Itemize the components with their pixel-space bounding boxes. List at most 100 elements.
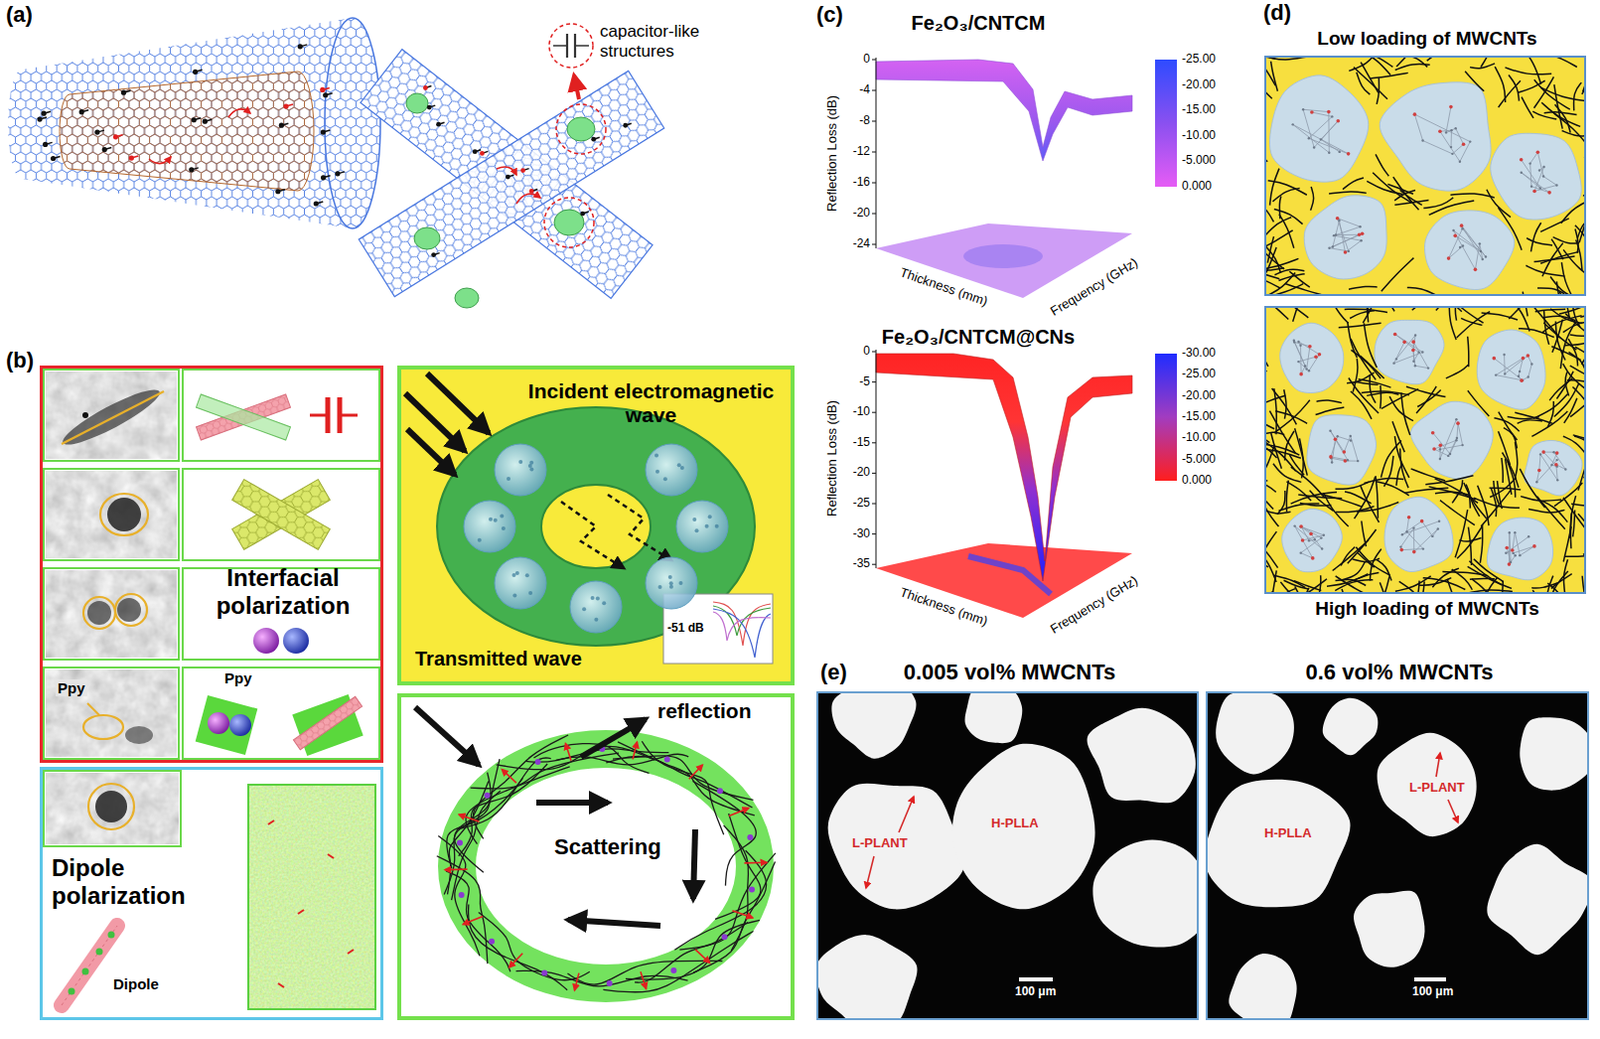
cnt-network [1505,532,1535,565]
interfacial-polarization-figure [292,696,362,749]
cnt-network [1349,310,1375,319]
absorber-sphere [570,581,622,633]
cnt-network [1383,455,1394,487]
cnt-network [1498,207,1523,251]
interfacial-polarization-figure [182,369,380,461]
cnt-network [1412,359,1415,362]
cnt-network [1570,365,1586,385]
cnt-network [1538,168,1541,171]
tick-mark [872,564,876,566]
cnt-network [1413,112,1418,117]
cnt-network [1395,63,1431,70]
cnt-network [1564,398,1578,424]
cnt-network [1420,519,1425,524]
wave-arrow [568,919,661,926]
absorption-schematic [397,365,795,686]
dipole-mark [40,111,46,117]
wave-arrow [415,707,696,926]
scattering-network [670,967,677,974]
cnt-network [1519,56,1541,85]
cnt-network [1494,66,1505,103]
cnt-network [1407,288,1439,295]
dipole-mark [94,130,100,136]
interfacial-polarization-figure [87,703,100,716]
cnt-network [1491,356,1496,361]
cnt-network [1412,526,1415,529]
nanotube-illustration [228,109,251,118]
tick-label: -20 [838,206,871,221]
cnt-network [1265,438,1297,471]
panel-heading: High loading of MWCNTs [1266,597,1589,620]
cnt-network [1465,484,1470,509]
scattering-network [695,949,711,964]
cnt-network [1540,87,1586,101]
micrograph [1018,977,1053,982]
interfacial-polarization-figure [196,394,291,440]
tick-label: -15 [838,436,871,450]
scattering-network [693,780,757,885]
cnt-network [1395,357,1398,360]
cnt-network [1574,82,1583,111]
interfacial-polarization-figure [232,479,331,551]
cnt-network [1537,288,1565,294]
cnt-network [1452,479,1462,503]
cnt-network [1563,320,1586,333]
cnt-network [1432,568,1459,587]
cnt-network [1406,386,1447,397]
cnt-network [1334,481,1369,489]
dipole-polarization-figure [95,790,128,823]
cnt-network [1533,393,1569,419]
scattering-network [565,743,572,761]
dipole-mark [580,211,585,217]
panel-label: (d) [1263,0,1292,25]
cnt-network [1542,174,1545,177]
cnt-network [1285,431,1295,461]
absorber-sphere [645,557,698,609]
cnt-network [1399,581,1417,593]
panel-label: (b) [5,347,34,373]
cnt-network [1357,232,1362,237]
interfacial-polarization-figure [291,694,363,756]
cnt-network [1498,80,1521,108]
cnt-network [1299,372,1304,377]
dipole-mark [36,43,631,258]
cnt-network [1518,554,1521,557]
tick-label: -16 [838,175,871,190]
cnt-network [1517,375,1520,378]
cnt-network [1329,218,1363,253]
cnt-network [1529,306,1560,338]
cnt-network [1464,71,1484,92]
dipole-mark [472,148,478,154]
cnt-network [1286,481,1311,501]
scattering-network [535,758,542,765]
nanotube-illustration [7,17,381,229]
cnt-network [1414,364,1417,367]
cnt-network [1513,554,1516,557]
cnt-network [1343,250,1348,255]
panel-heading: Low loading of MWCNTs [1266,27,1589,50]
cnt-network [1271,61,1279,92]
tick-mark [872,381,876,383]
cnt-network [1425,210,1515,291]
micrograph [1092,840,1198,948]
cnt-network [1554,482,1583,507]
colorbar-label: -10.00 [1181,129,1216,144]
cnt-network [1493,354,1532,381]
tick-label: -24 [838,237,871,252]
cnt-network [1507,461,1516,498]
micrograph [828,783,966,910]
absorber-sphere [705,524,710,529]
dipole-mark [320,129,326,135]
cnt-network [1274,400,1310,434]
cnt-network [1375,481,1409,496]
cnt-network [1542,501,1568,523]
cnt-network [1537,468,1542,473]
interfacial-polarization-figure [232,479,331,551]
cnt-network [1357,553,1375,569]
phase-label: L-PLANT [852,836,908,852]
cnt-network [1361,56,1391,76]
absorber-sphere [692,517,697,522]
nanotube-illustration [414,227,440,250]
cnt-network [1412,550,1417,555]
cnt-network [1486,517,1553,581]
